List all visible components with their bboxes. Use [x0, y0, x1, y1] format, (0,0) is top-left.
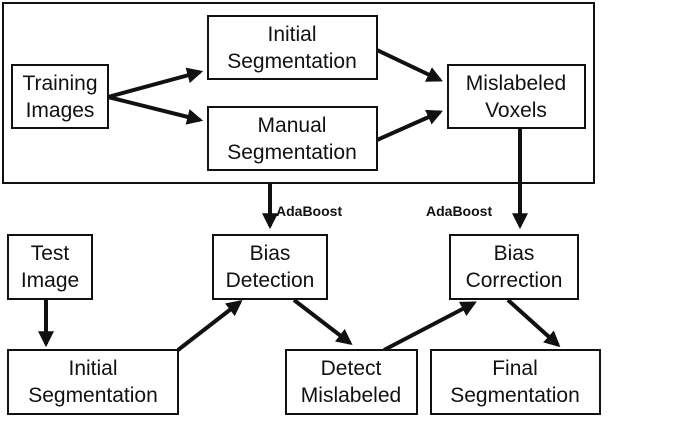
node-final-segmentation: Final Segmentation	[430, 349, 601, 415]
node-mislabeled-voxels: Mislabeled Voxels	[447, 64, 586, 129]
edge-training-to-initial	[107, 67, 204, 99]
node-detect-mislabeled: Detect Mislabeled	[285, 349, 418, 415]
manual-segmentation-line-1: Manual	[258, 114, 327, 137]
adaboost-label-left: AdaBoost	[276, 203, 342, 219]
edge-detect-to-bias-correction	[383, 301, 477, 352]
mislabeled-voxels-line-1: Mislabeled	[466, 72, 566, 95]
node-manual-segmentation: Manual Segmentation	[207, 106, 378, 171]
node-initial-segmentation-bottom: Initial Segmentation	[7, 349, 179, 415]
initial-segmentation-top-line-1: Initial	[267, 23, 316, 46]
bias-detection-line-1: Bias	[250, 242, 291, 265]
detect-mislabeled-line-1: Detect	[321, 357, 382, 380]
edge-training-to-manual	[107, 95, 204, 125]
final-segmentation-line-2: Segmentation	[450, 384, 580, 407]
edge-initial-to-mislabeled	[376, 48, 443, 82]
edge-bias-correction-to-final	[506, 298, 561, 348]
initial-segmentation-bottom-line-2: Segmentation	[28, 384, 158, 407]
training-images-line-1: Training	[22, 72, 97, 95]
edges	[38, 48, 561, 352]
test-image-line-2: Image	[21, 269, 79, 292]
node-bias-correction: Bias Correction	[449, 234, 579, 300]
test-image-line-1: Test	[31, 242, 70, 265]
training-frame	[2, 2, 595, 184]
node-test-image: Test Image	[7, 234, 93, 300]
detect-mislabeled-line-2: Mislabeled	[301, 384, 401, 407]
initial-segmentation-top-line-2: Segmentation	[227, 50, 357, 73]
node-initial-segmentation-top: Initial Segmentation	[207, 15, 378, 80]
final-segmentation-line-1: Final	[492, 357, 538, 380]
training-images-line-2: Images	[26, 99, 95, 122]
initial-segmentation-bottom-line-1: Initial	[68, 357, 117, 380]
node-bias-detection: Bias Detection	[212, 234, 328, 300]
edge-bias-detection-to-detect	[292, 298, 353, 345]
edge-manual-to-mislabeled	[376, 109, 443, 142]
adaboost-label-right: AdaBoost	[426, 203, 492, 219]
bias-detection-line-2: Detection	[226, 269, 315, 292]
edge-initial-to-bias-detection	[176, 300, 243, 352]
bias-correction-line-1: Bias	[494, 242, 535, 265]
mislabeled-voxels-line-2: Voxels	[485, 99, 547, 122]
bias-correction-line-2: Correction	[466, 269, 563, 292]
manual-segmentation-line-2: Segmentation	[227, 141, 357, 164]
node-training-images: Training Images	[11, 64, 109, 129]
